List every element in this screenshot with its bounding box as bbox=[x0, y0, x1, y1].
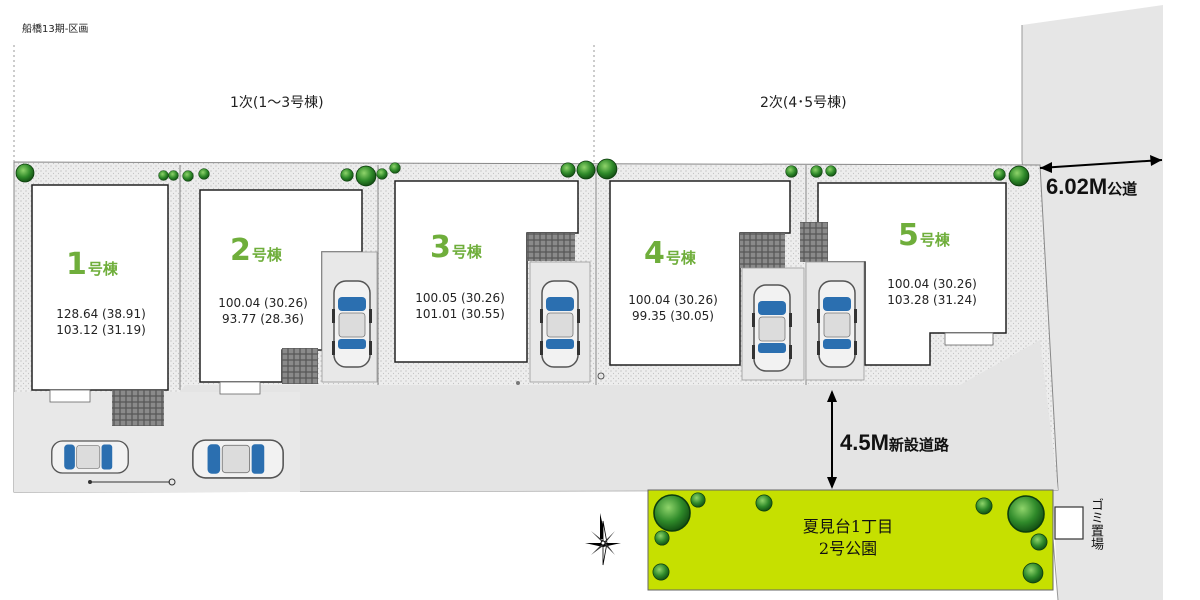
north-compass-icon bbox=[585, 513, 621, 566]
car-icon bbox=[192, 439, 284, 479]
lot-1-areas: 128.64 (38.91)103.12 (31.19) bbox=[56, 307, 146, 337]
garbage-label: ゴミ置場 bbox=[1088, 498, 1103, 550]
lot-4-areas: 100.04 (30.26)99.35 (30.05) bbox=[628, 293, 718, 323]
garbage-station bbox=[1054, 506, 1084, 540]
phase-2-label: 2次(4･5号棟) bbox=[760, 95, 847, 111]
plan-title: 船橋13期-区画 bbox=[22, 24, 89, 35]
lot-4-number: 4号棟 bbox=[644, 236, 696, 271]
new-road-label: 4.5M新設道路 bbox=[840, 430, 949, 455]
lot-5-number: 5号棟 bbox=[898, 218, 950, 253]
lot-1-number: 1号棟 bbox=[66, 247, 118, 282]
lot-5-areas: 100.04 (30.26)103.28 (31.24) bbox=[887, 277, 977, 307]
lot-3-areas: 100.05 (30.26)101.01 (30.55) bbox=[415, 291, 505, 321]
car-icon bbox=[752, 284, 792, 372]
park-label: 夏見台1丁目 2号公園 bbox=[802, 517, 894, 558]
public-road-area bbox=[1022, 5, 1163, 600]
public-road-label: 6.02M公道 bbox=[1046, 174, 1138, 199]
phase-1-label: 1次(1～3号棟) bbox=[230, 95, 324, 111]
lot-2-areas: 100.04 (30.26)93.77 (28.36) bbox=[218, 296, 308, 326]
lot-2-number: 2号棟 bbox=[230, 233, 282, 268]
car-icon bbox=[817, 280, 857, 368]
car-icon bbox=[51, 440, 129, 474]
car-icon bbox=[540, 280, 580, 368]
lot-3-number: 3号棟 bbox=[430, 230, 482, 265]
car-icon bbox=[332, 280, 372, 368]
house-1-footprint bbox=[31, 184, 169, 391]
